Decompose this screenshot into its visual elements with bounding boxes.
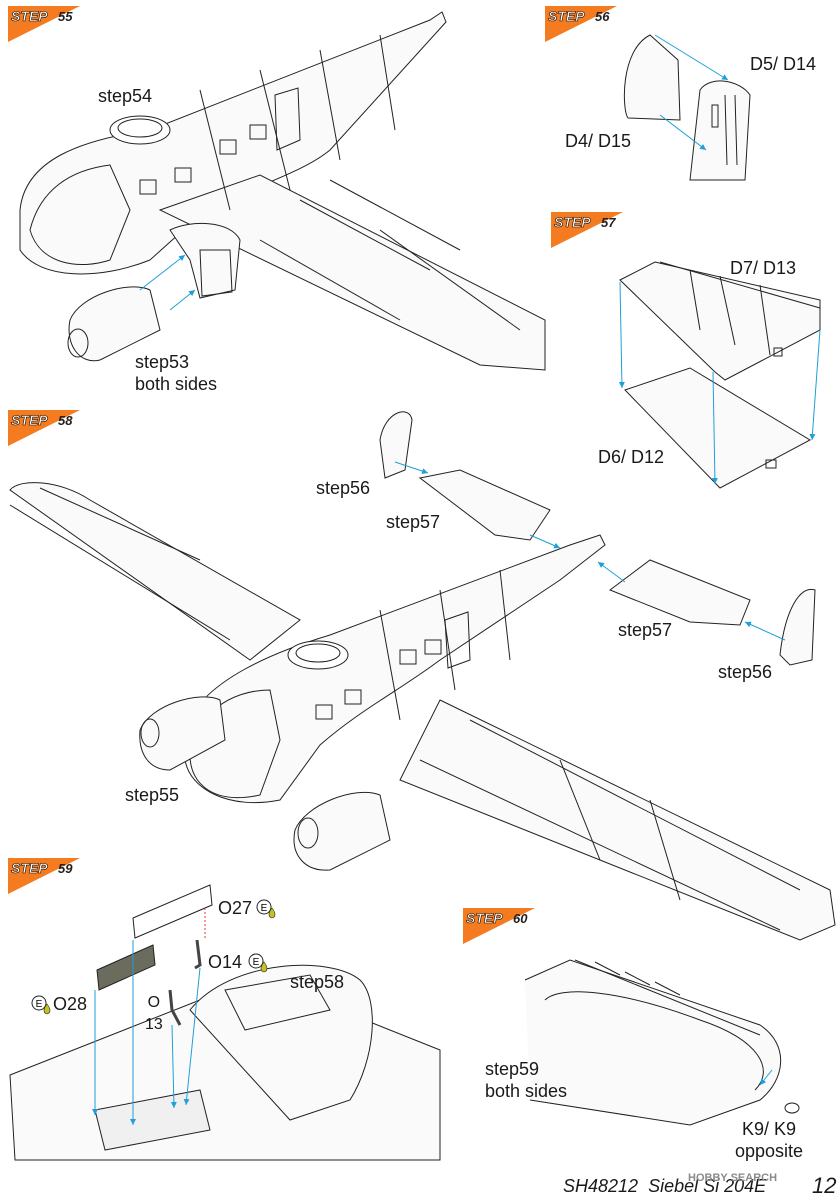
footer-code: SH48212 <box>563 1176 639 1196</box>
svg-text:E: E <box>36 999 43 1010</box>
label-step54: step54 <box>98 86 153 106</box>
label-o27: O27 <box>218 898 253 918</box>
svg-text:E: E <box>253 957 260 968</box>
step56-rudders <box>623 34 751 181</box>
step59-cockpit <box>9 884 441 1161</box>
paint-marker-o27-icon: E <box>256 899 276 919</box>
label-opposite: opposite <box>735 1141 804 1161</box>
label-step57-a: step57 <box>386 512 441 532</box>
label-step57-b: step57 <box>618 620 673 640</box>
label-d7-d13: D7/ D13 <box>730 258 797 278</box>
label-k9-text: K9/ K9 <box>742 1119 797 1139</box>
label-step58: step58 <box>290 972 345 992</box>
step60-wingtip <box>524 959 800 1126</box>
label-d6-d12: D6/ D12 <box>598 447 665 467</box>
label-step55: step55 <box>125 785 180 805</box>
label-o14: O14 <box>208 952 243 972</box>
step55-airframe <box>19 11 546 371</box>
label-d5-d14: D5/ D14 <box>750 54 817 74</box>
label-o13-number: 13 <box>145 1016 163 1033</box>
label-step56-b: step56 <box>718 662 773 682</box>
label-step56-a: step56 <box>316 478 371 498</box>
label-o13-letter: O <box>147 994 161 1011</box>
label-both-sides-1: both sides <box>135 374 218 394</box>
label-both-sides-2: both sides <box>485 1081 568 1101</box>
footer-title: Siebel Si 204E <box>648 1176 767 1196</box>
svg-text:E: E <box>261 903 268 914</box>
paint-marker-o14-icon: E <box>248 953 268 973</box>
label-step53-text: step53 <box>135 352 190 372</box>
label-o13: O 13 <box>145 992 163 1036</box>
label-d4-d15: D4/ D15 <box>565 131 632 151</box>
step58-aircraft <box>9 411 836 941</box>
watermark: HOBBY SEARCH <box>688 1172 778 1184</box>
step57-elevator <box>619 261 821 489</box>
paint-marker-o28-icon: E <box>31 995 51 1015</box>
footer-product: SH48212 Siebel Si 204E <box>563 1176 766 1197</box>
label-o28: O28 <box>53 994 88 1014</box>
label-step59-text: step59 <box>485 1059 540 1079</box>
page-number: 12 <box>812 1173 837 1198</box>
